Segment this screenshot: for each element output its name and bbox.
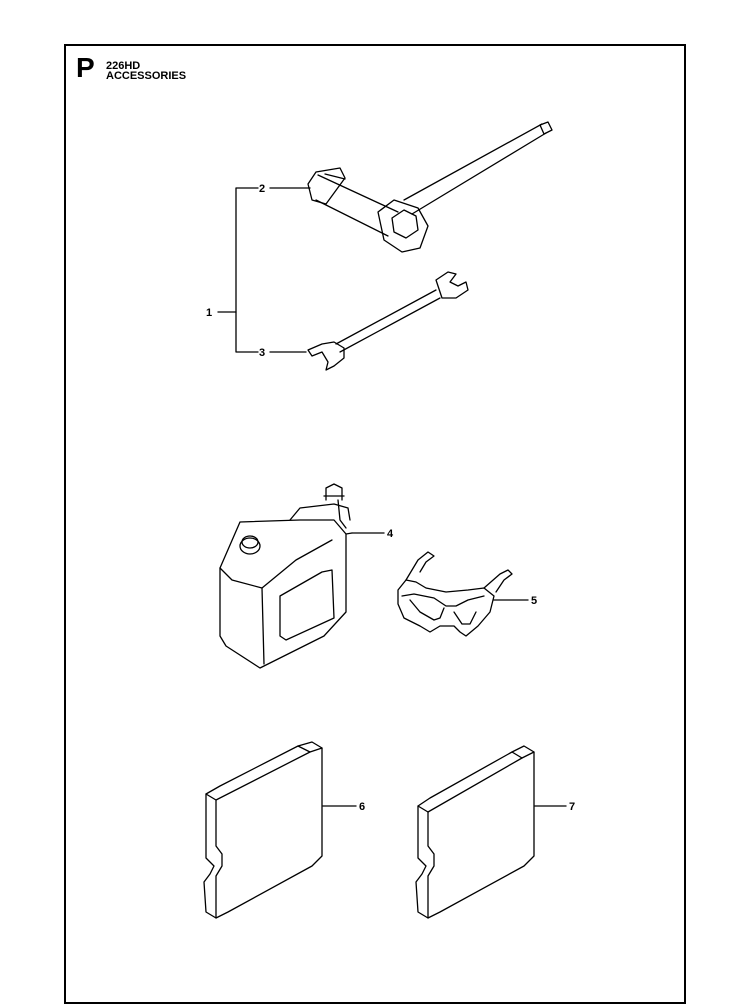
callout-1: 1 bbox=[206, 307, 212, 319]
combination-wrench-icon bbox=[307, 271, 469, 371]
callout-3: 3 bbox=[259, 347, 265, 359]
safety-goggles-icon bbox=[397, 551, 513, 637]
callout-6: 6 bbox=[359, 801, 365, 813]
diagram-frame bbox=[64, 44, 686, 1004]
page-title: ACCESSORIES bbox=[106, 70, 187, 82]
cover-plate-icon bbox=[203, 741, 323, 919]
callout-7: 7 bbox=[569, 801, 575, 813]
fuel-can-icon bbox=[219, 483, 353, 669]
cover-plate-icon bbox=[415, 745, 535, 919]
bracket-leader-1 bbox=[217, 187, 259, 353]
callout-4: 4 bbox=[387, 528, 394, 540]
callout-5: 5 bbox=[531, 595, 537, 607]
callout-2: 2 bbox=[259, 183, 265, 195]
model-label: 226HD bbox=[106, 60, 141, 72]
section-letter: P bbox=[76, 52, 95, 83]
spark-plug-wrench-icon bbox=[307, 121, 553, 253]
